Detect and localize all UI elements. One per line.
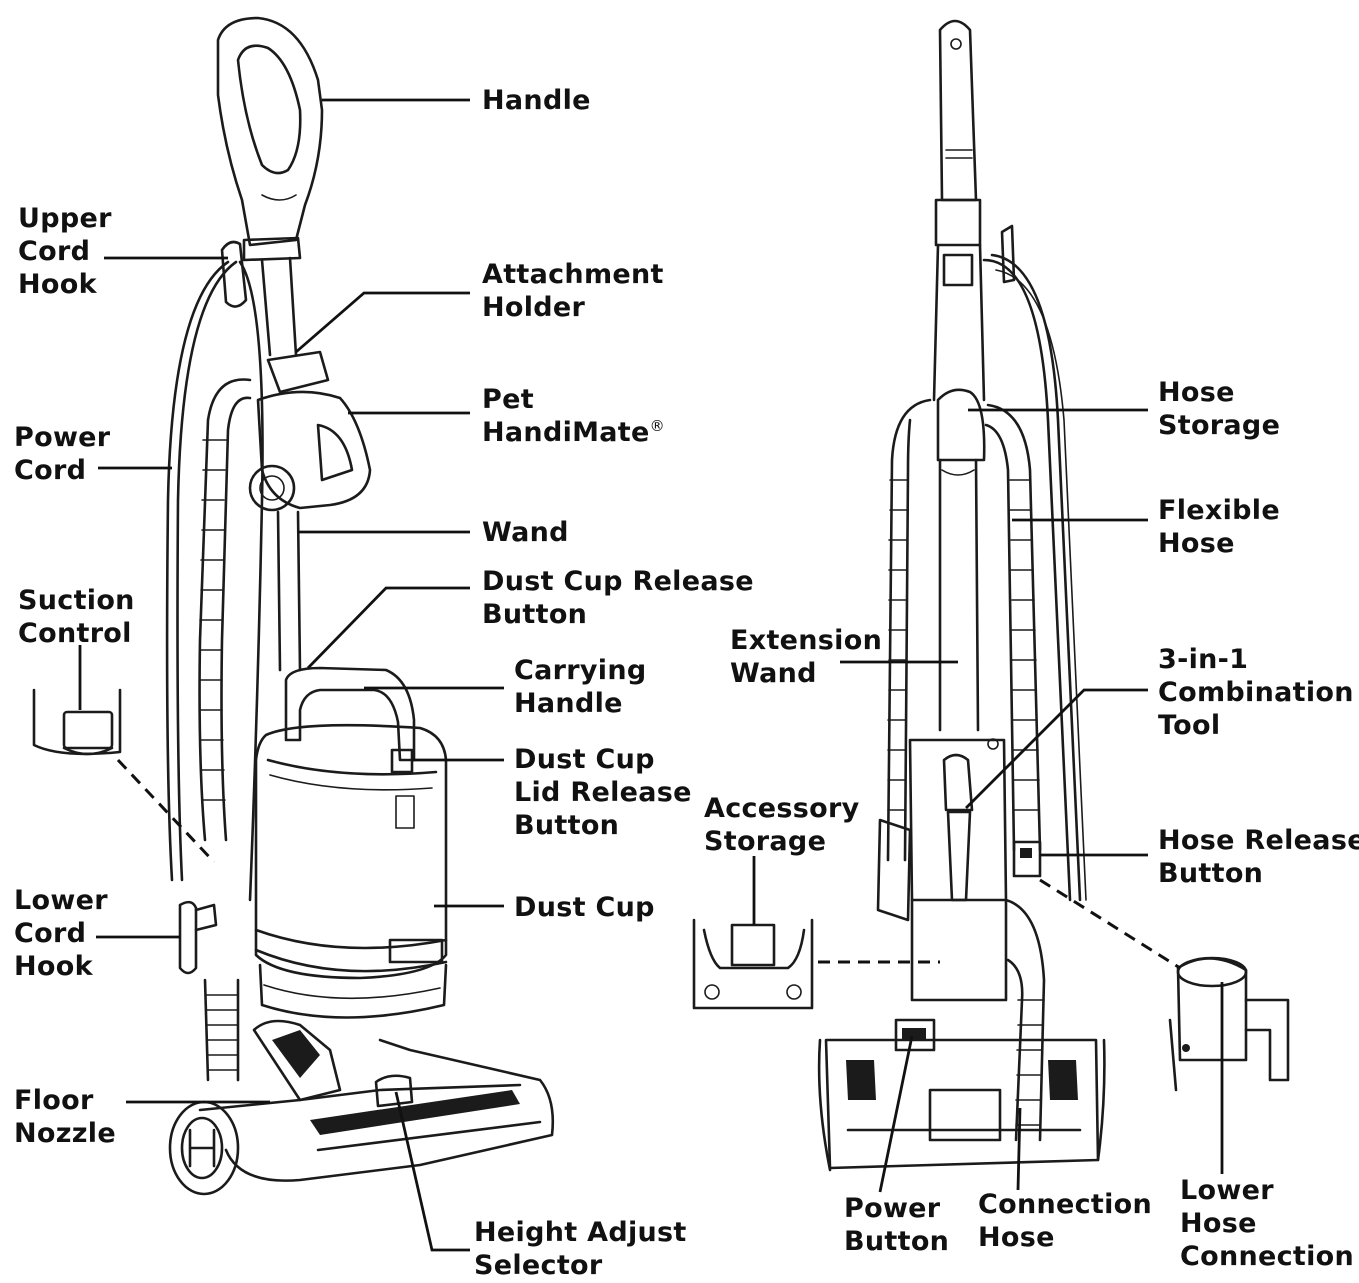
label-pet-handimate: Pet HandiMate® bbox=[482, 383, 665, 449]
label-flexible-hose: Flexible Hose bbox=[1158, 495, 1280, 559]
back-view-vacuum bbox=[692, 19, 1290, 1172]
dust-cup-drawing bbox=[254, 723, 448, 1019]
pet-handimate-drawing bbox=[248, 350, 372, 512]
registered-mark: ® bbox=[649, 417, 665, 435]
label-extension-wand: Extension Wand bbox=[730, 625, 883, 689]
label-dust-cup-release-button: Dust Cup Release Button bbox=[482, 566, 754, 630]
handle-drawing bbox=[216, 16, 324, 262]
label-dust-cup: Dust Cup bbox=[514, 892, 655, 923]
suction-control-inset bbox=[32, 688, 122, 756]
label-pet-handimate-text: Pet HandiMate bbox=[482, 384, 650, 448]
label-hose-storage: Hose Storage bbox=[1158, 377, 1281, 441]
label-floor-nozzle: Floor Nozzle bbox=[14, 1085, 116, 1149]
lower-hose-connection-inset bbox=[1168, 956, 1290, 1092]
leader-lines bbox=[78, 98, 1224, 1252]
label-dust-cup-lid-release-button: Dust Cup Lid Release Button bbox=[514, 744, 692, 841]
label-connection-hose: Connection Hose bbox=[978, 1189, 1153, 1253]
label-height-adjust-selector: Height Adjust Selector bbox=[474, 1217, 687, 1281]
floor-nozzle-drawing bbox=[168, 1019, 555, 1196]
back-hose-drawing bbox=[886, 388, 1042, 862]
label-lower-hose-connection: Lower Hose Connection bbox=[1180, 1175, 1355, 1272]
label-combination-tool: 3-in-1 Combination Tool bbox=[1158, 644, 1354, 741]
front-view-vacuum bbox=[32, 16, 555, 1196]
accessory-storage-inset bbox=[692, 918, 814, 1010]
label-attachment-holder: Attachment Holder bbox=[482, 259, 664, 323]
label-lower-cord-hook: Lower Cord Hook bbox=[14, 885, 108, 982]
back-base-drawing bbox=[817, 898, 1106, 1172]
front-hose-drawing bbox=[198, 378, 252, 1082]
label-power-button: Power Button bbox=[844, 1193, 950, 1257]
label-hose-release-button: Hose Release Button bbox=[1158, 825, 1359, 889]
label-wand: Wand bbox=[482, 517, 569, 548]
label-carrying-handle: Carrying Handle bbox=[514, 655, 647, 719]
label-suction-control: Suction Control bbox=[18, 585, 135, 649]
label-accessory-storage: Accessory Storage bbox=[704, 793, 860, 857]
label-upper-cord-hook: Upper Cord Hook bbox=[18, 203, 112, 300]
label-handle: Handle bbox=[482, 85, 591, 116]
label-power-cord: Power Cord bbox=[14, 422, 111, 486]
